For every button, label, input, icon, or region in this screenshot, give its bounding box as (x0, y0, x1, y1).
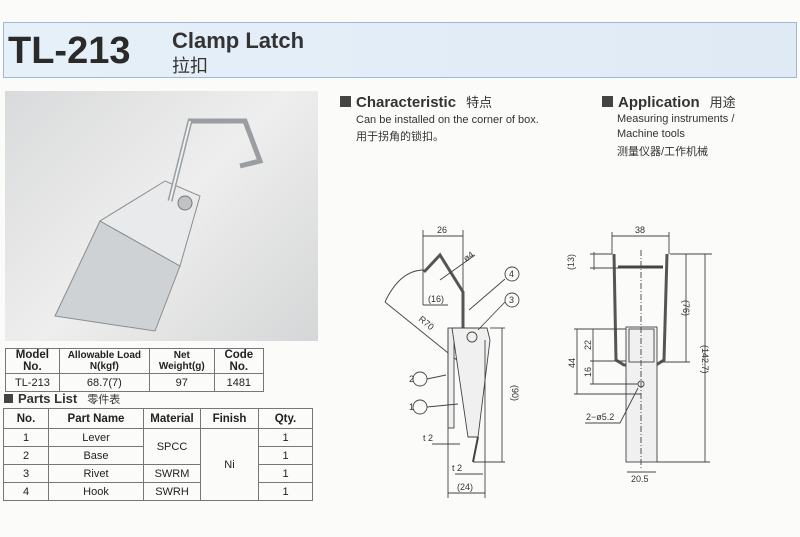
product-photo (5, 91, 318, 341)
parts-list-heading: Parts List 零件表 (4, 391, 120, 407)
model-number: TL-213 (8, 30, 131, 72)
dim-38: 38 (635, 225, 645, 235)
parts-header: Finish (200, 408, 259, 429)
product-title: Clamp Latch (172, 28, 305, 53)
spec-header: Allowable Load N(kgf) (58, 348, 150, 374)
dim-76: (76) (681, 300, 691, 316)
square-bullet-icon (602, 96, 613, 107)
dim-90: (90) (510, 385, 520, 401)
spec-cell: 68.7(7) (58, 373, 150, 392)
part-name: Hook (48, 482, 144, 501)
callout-3: 3 (509, 295, 514, 305)
side-view-drawing (384, 230, 520, 498)
parts-list-label: Parts List (18, 391, 78, 406)
characteristic-heading: Characteristic 特点 (340, 92, 492, 111)
dim-22: 22 (583, 340, 593, 350)
part-finish: Ni (200, 428, 259, 501)
application-label: Application (618, 94, 700, 111)
spec-cell: TL-213 (5, 373, 60, 392)
title-banner (3, 22, 797, 78)
square-bullet-icon (4, 394, 13, 403)
part-qty: 1 (258, 482, 313, 501)
dim-24: (24) (457, 482, 473, 492)
characteristic-text: Can be installed on the corner of box. 用于… (356, 112, 539, 146)
dim-t2-base: t 2 (423, 433, 433, 443)
parts-header: Part Name (48, 408, 144, 429)
application-line: Measuring instruments / (617, 113, 735, 125)
square-bullet-icon (340, 96, 351, 107)
dim-26: 26 (437, 225, 447, 235)
parts-list-label-cn: 零件表 (87, 394, 121, 406)
dim-phi4: ø4 (461, 249, 475, 263)
application-heading: Application 用途 (602, 92, 736, 111)
latch-photo-illustration (54, 118, 264, 332)
spec-header: Net Weight(g) (148, 348, 215, 374)
characteristic-label: Characteristic (356, 94, 457, 111)
dim-hole-diameter: 2−ø5.2 (586, 412, 614, 422)
characteristic-line-cn: 用于拐角的锁扣。 (356, 131, 444, 143)
dim-142-7: (142.7) (700, 345, 710, 374)
callout-2: 2 (409, 374, 414, 384)
dim-13: (13) (566, 254, 576, 270)
dim-t2-lever: t 2 (452, 463, 462, 473)
front-view-drawing (574, 232, 712, 473)
application-line-cn: 测量仪器/工作机械 (617, 146, 709, 158)
parts-header: No. (3, 408, 49, 429)
dim-20-5: 20.5 (631, 474, 649, 484)
spec-table: Model No.Allowable Load N(kgf)Net Weight… (5, 348, 265, 392)
dim-44: 44 (567, 358, 577, 368)
spec-cell: 1481 (213, 373, 265, 392)
spec-header: Code No. (213, 348, 265, 374)
application-line: Machine tools (617, 128, 685, 140)
part-material: SWRH (143, 482, 201, 501)
characteristic-line: Can be installed on the corner of box. (356, 114, 539, 126)
dim-16-front: 16 (583, 367, 593, 377)
dim-16: (16) (428, 294, 444, 304)
application-text: Measuring instruments / Machine tools 测量仪器… (617, 112, 734, 160)
characteristic-label-cn: 特点 (466, 95, 493, 110)
application-label-cn: 用途 (709, 95, 736, 110)
callout-1: 1 (409, 402, 414, 412)
spec-cell: 97 (148, 373, 215, 392)
callout-4: 4 (509, 269, 514, 279)
product-title-cn: 拉扣 (172, 56, 208, 76)
